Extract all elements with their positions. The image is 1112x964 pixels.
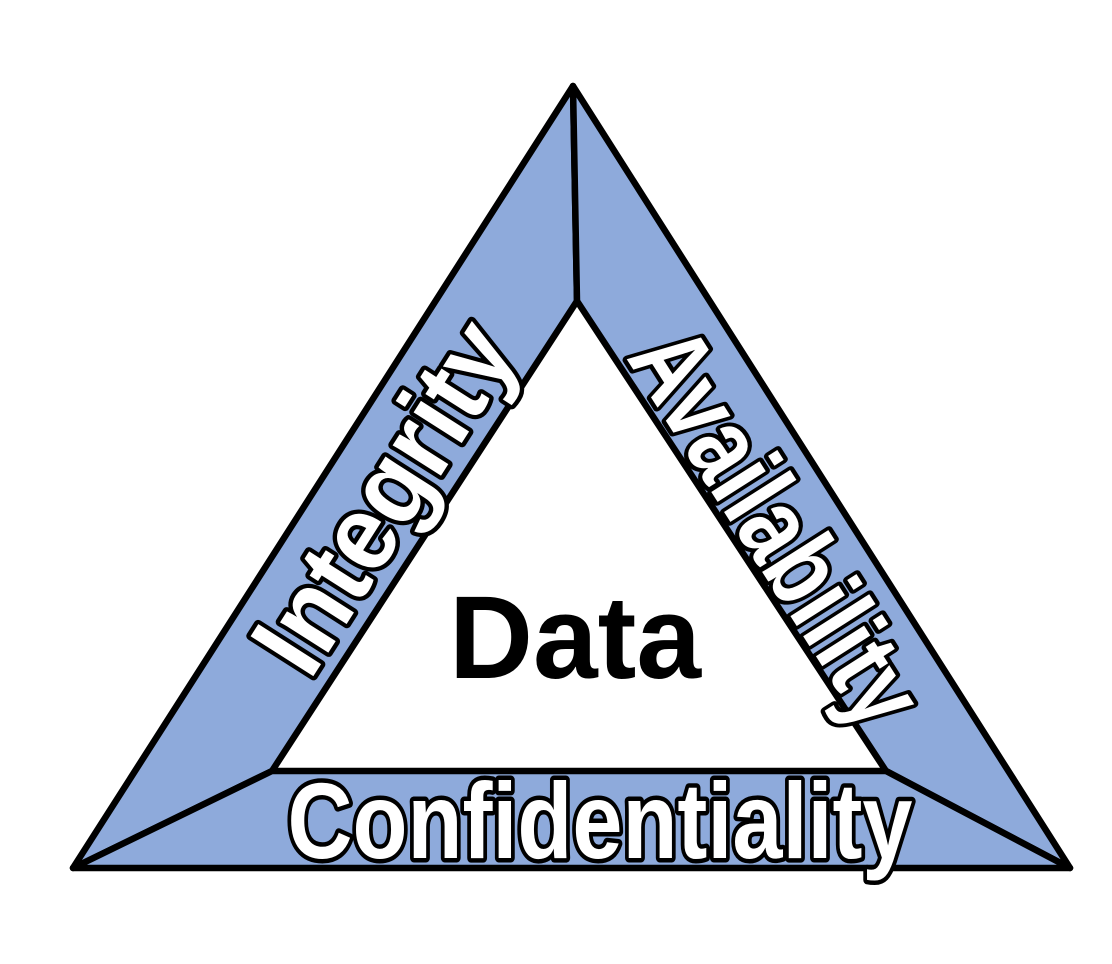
confidentiality-band: [69, 767, 1074, 872]
data-label: Data: [449, 572, 702, 704]
confidentiality-label: Confidentiality: [288, 760, 913, 881]
availability-band: [569, 82, 1074, 872]
